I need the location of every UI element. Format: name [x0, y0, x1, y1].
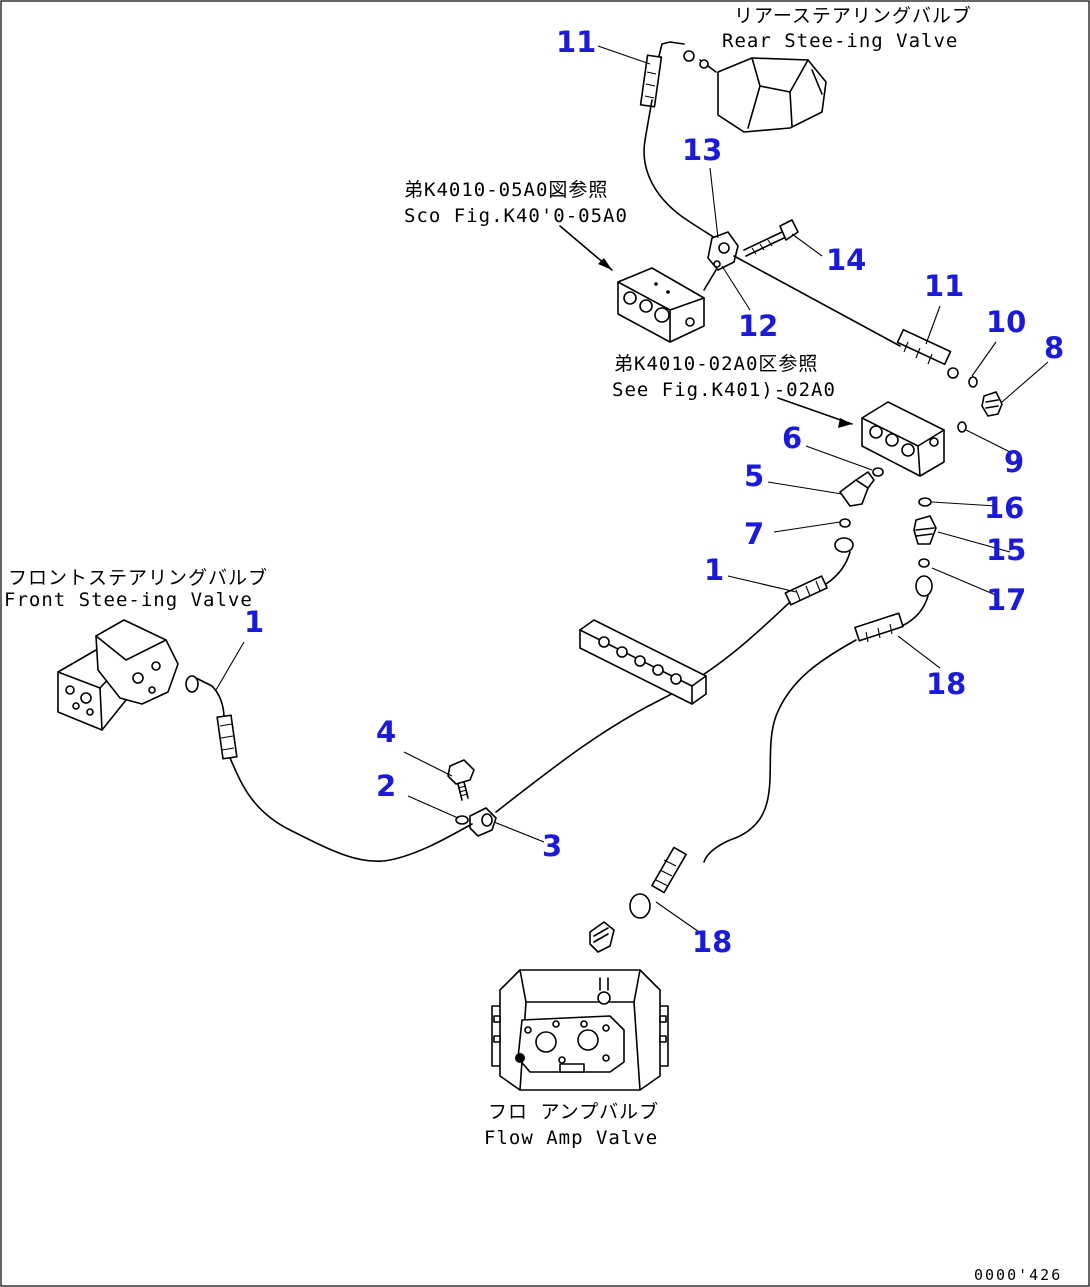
callout-6: 6: [782, 421, 802, 455]
callout-13: 13: [682, 133, 722, 167]
callout-8: 8: [1044, 331, 1064, 365]
callout-1-right: 1: [704, 553, 724, 587]
callout-15: 15: [986, 533, 1026, 567]
front-steering-valve-label-jp: フロントステアリングバルブ: [8, 566, 268, 589]
callout-5: 5: [744, 459, 764, 493]
reference-02a0-label-jp: 弟K4010-02A0区参照: [614, 353, 818, 375]
front-steering-valve-label-en: Front Stee-ing Valve: [4, 589, 253, 611]
callout-9: 9: [1004, 445, 1024, 479]
fitting-15: [913, 497, 937, 568]
clamp-3: [447, 759, 497, 837]
clamp-12: [707, 231, 739, 271]
hose-18: [629, 575, 933, 919]
mounting-bracket: [579, 619, 707, 705]
callout-7: 7: [744, 517, 764, 551]
fitting-8: [957, 376, 1003, 433]
hose-1-left: [185, 675, 473, 862]
front-steering-valve: [57, 619, 179, 731]
callout-12: 12: [738, 309, 778, 343]
valve-block-ref-02a0: [777, 397, 945, 477]
hose-1-right: [495, 537, 854, 813]
callout-3: 3: [542, 829, 562, 863]
callout-18-right: 18: [926, 667, 966, 701]
valve-block-ref-05a0: [559, 225, 717, 343]
elbow-5: [839, 467, 884, 528]
flow-amp-valve-label-jp: フロ アンプバルブ: [488, 1100, 659, 1123]
reference-02a0-label-en: See Fig.K401)-02A0: [612, 379, 836, 401]
reference-05a0-label-en: Sco Fig.K40'0-05A0: [404, 205, 628, 227]
callout-14: 14: [826, 243, 866, 277]
callout-11-right: 11: [924, 269, 964, 303]
flow-amp-valve: [491, 969, 669, 1091]
callout-18-bottom: 18: [692, 925, 732, 959]
callout-16: 16: [984, 491, 1024, 525]
callout-4: 4: [376, 715, 396, 749]
document-number: 0000'426: [974, 1266, 1062, 1284]
reference-05a0-label-jp: 弟K4010-05A0図参照: [404, 179, 608, 201]
rear-steering-valve: [699, 57, 827, 133]
callout-2: 2: [376, 769, 396, 803]
flow-amp-valve-label-en: Flow Amp Valve: [484, 1127, 658, 1149]
rear-steering-valve-label-en: Rear Stee-ing Valve: [722, 30, 958, 52]
callout-10: 10: [986, 305, 1026, 339]
callout-1-left: 1: [244, 605, 264, 639]
callout-17: 17: [986, 583, 1026, 617]
rear-steering-valve-label-jp: リアーステアリングバルブ: [734, 4, 972, 27]
flow-amp-fitting: [589, 921, 615, 953]
leader-lines: [215, 45, 1049, 935]
callout-11-top: 11: [556, 25, 596, 59]
